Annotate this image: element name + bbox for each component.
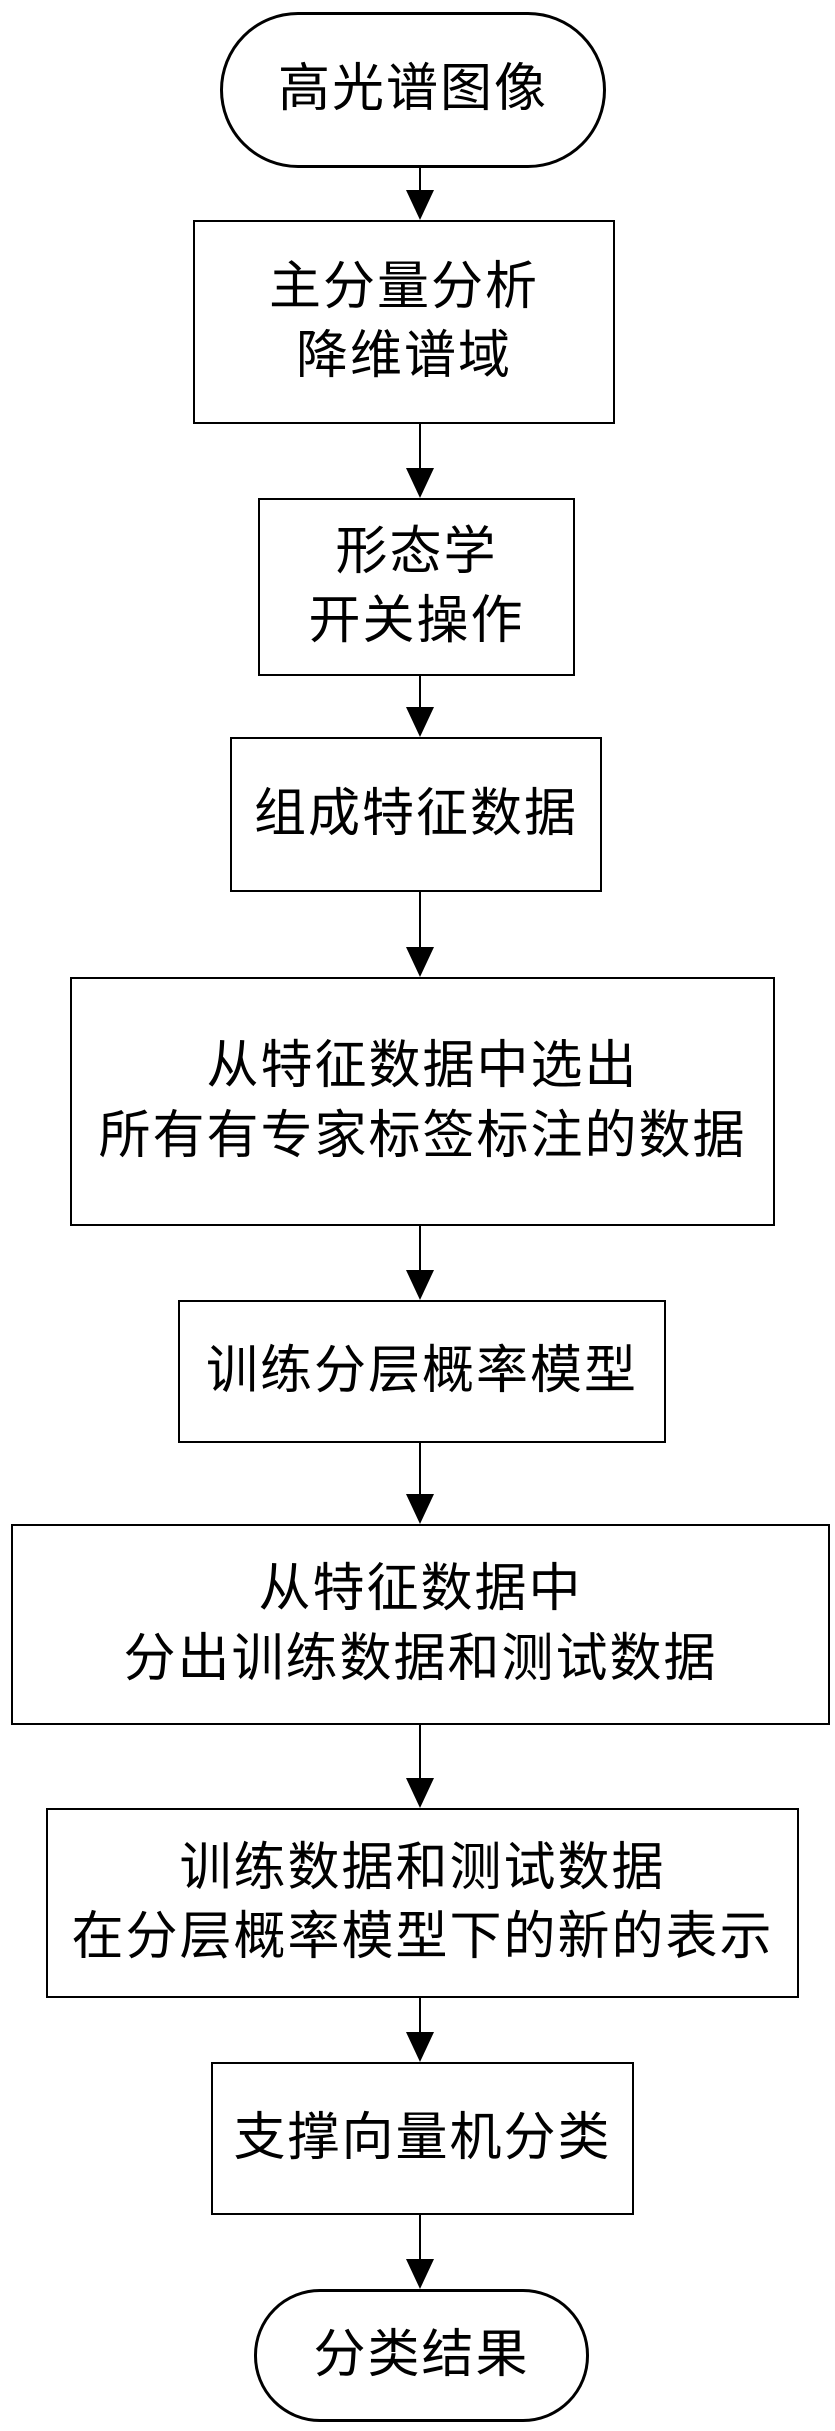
node-pca-process: 主分量分析 降维谱域 <box>193 220 615 424</box>
arrow-head-down-icon <box>406 190 434 220</box>
arrow-shaft <box>419 1443 421 1496</box>
arrow-select-to-train <box>406 1226 434 1300</box>
arrow-start-to-pca <box>406 168 434 220</box>
arrow-train-to-split <box>406 1443 434 1524</box>
node-result-terminator: 分类结果 <box>254 2289 589 2422</box>
arrow-split-to-representation <box>406 1725 434 1808</box>
node-morphology-process: 形态学 开关操作 <box>258 498 575 676</box>
arrow-pca-to-morphology <box>406 424 434 498</box>
arrow-head-down-icon <box>406 1778 434 1808</box>
arrow-compose-to-select <box>406 892 434 977</box>
node-select-labeled-process: 从特征数据中选出 所有有专家标签标注的数据 <box>70 977 775 1226</box>
node-compose-features-process: 组成特征数据 <box>230 737 602 892</box>
arrow-shaft <box>419 676 421 709</box>
arrow-shaft <box>419 1725 421 1780</box>
node-svm-process: 支撑向量机分类 <box>211 2062 634 2215</box>
arrow-shaft <box>419 2215 421 2261</box>
node-new-representation-process: 训练数据和测试数据 在分层概率模型下的新的表示 <box>46 1808 799 1998</box>
arrow-head-down-icon <box>406 1494 434 1524</box>
arrow-head-down-icon <box>406 1270 434 1300</box>
node-train-hpm-process: 训练分层概率模型 <box>178 1300 666 1443</box>
arrow-morphology-to-compose <box>406 676 434 737</box>
arrow-head-down-icon <box>406 2032 434 2062</box>
arrow-head-down-icon <box>406 2259 434 2289</box>
arrow-shaft <box>419 1998 421 2034</box>
arrow-head-down-icon <box>406 707 434 737</box>
arrow-shaft <box>419 1226 421 1272</box>
arrow-head-down-icon <box>406 947 434 977</box>
node-split-data-process: 从特征数据中 分出训练数据和测试数据 <box>11 1524 830 1725</box>
arrow-shaft <box>419 424 421 470</box>
arrow-head-down-icon <box>406 468 434 498</box>
arrow-shaft <box>419 168 421 192</box>
node-start-terminator: 高光谱图像 <box>220 12 606 168</box>
arrow-representation-to-svm <box>406 1998 434 2062</box>
arrow-svm-to-result <box>406 2215 434 2289</box>
arrow-shaft <box>419 892 421 949</box>
